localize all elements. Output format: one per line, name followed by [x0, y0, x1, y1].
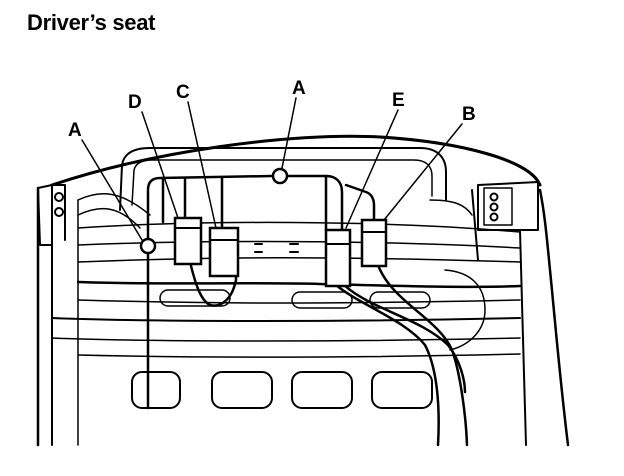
callout-c: C — [176, 82, 190, 103]
connector-b — [360, 218, 388, 268]
callout-b: B — [462, 104, 476, 125]
callout-a-left: A — [68, 120, 82, 141]
leader-lines — [81, 97, 463, 241]
seat-frame — [36, 134, 570, 447]
harness-clip-a-top — [271, 167, 289, 185]
page-title: Driver’s seat — [27, 10, 156, 35]
connector-d — [173, 216, 203, 266]
callout-e: E — [392, 90, 405, 111]
callout-d: D — [128, 92, 142, 113]
connectors — [173, 216, 388, 288]
harness-clip-a-left — [139, 237, 157, 255]
connector-c — [208, 226, 240, 278]
connector-e — [324, 228, 352, 288]
wiring-harness — [146, 174, 469, 447]
callout-a-top: A — [292, 78, 306, 99]
